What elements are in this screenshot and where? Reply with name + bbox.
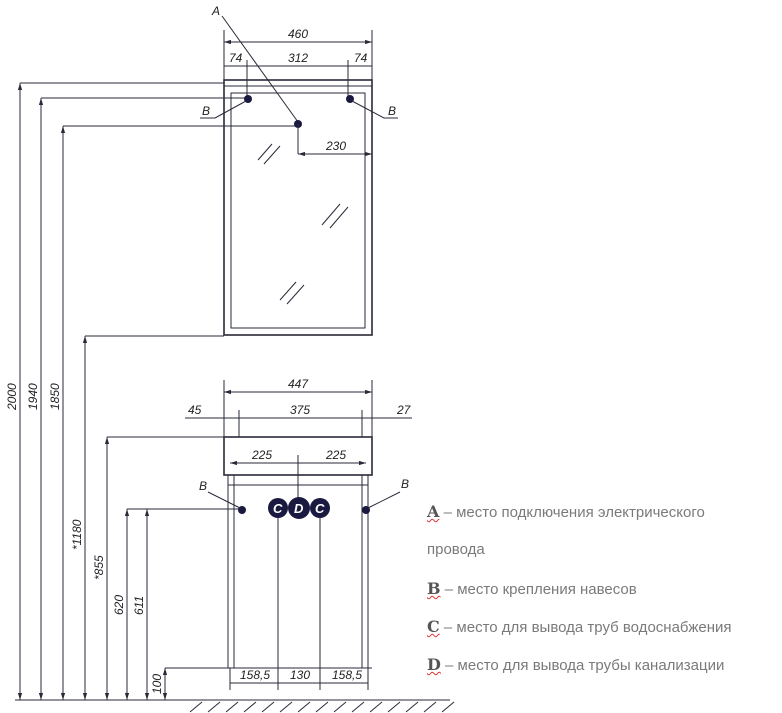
floor-hatch (369, 701, 383, 713)
dim-611: 611 (132, 596, 146, 615)
point-c-left-label: C (273, 501, 283, 516)
floor-hatch (225, 701, 239, 713)
marker-b-label-lower-right: B (401, 477, 409, 491)
floor-hatch (387, 701, 401, 713)
point-c-right (310, 498, 330, 518)
floor-hatch (261, 701, 275, 713)
dim-1850: 1850 (48, 383, 62, 410)
mirror-cabinet: 460 74 312 74 A 230 B B (200, 4, 398, 336)
point-d (288, 497, 310, 519)
marker-b-label-left: B (202, 104, 210, 118)
dim-230: 230 (325, 139, 346, 153)
dim-855: *855 (92, 555, 106, 580)
legend-letter: C (427, 617, 440, 636)
legend-text: – место для вывода труб водоснабжения (443, 619, 732, 636)
legend-item-a: A – место подключения электрического (427, 502, 705, 521)
legend-text: – место для вывода трубы канализации (445, 657, 725, 674)
floor-hatch (405, 701, 419, 713)
dim-74-right: 74 (354, 51, 368, 65)
legend-letter: B (427, 579, 441, 598)
floor-hatch (315, 701, 329, 713)
marker-a-label: A (211, 4, 220, 18)
floor-hatch (243, 701, 257, 713)
dim-74-left: 74 (229, 51, 243, 65)
floor-hatch (297, 701, 311, 713)
dim-2000: 2000 (5, 383, 19, 411)
point-c-left (268, 498, 288, 518)
dim-1180: *1180 (70, 519, 84, 550)
dim-27: 27 (396, 403, 412, 417)
legend-letter: D (427, 655, 441, 674)
legend-item-a-cont: провода (427, 541, 485, 558)
floor-hatch (189, 701, 203, 713)
vanity-cabinet: 447 45 375 27 225 225 158,5 130 158,5 B … (185, 377, 412, 690)
legend-item-c: C – место для вывода труб водоснабжения (427, 617, 732, 636)
floor-hatch (207, 701, 221, 713)
legend-letter: A (427, 502, 440, 521)
legend-item-b: B – место крепления навесов (427, 579, 637, 598)
floor-hatch (423, 701, 437, 713)
legend-text: – место подключения электрического (443, 504, 705, 521)
point-d-label: D (294, 501, 304, 516)
dim-460: 460 (288, 27, 308, 41)
dim-158-5-right: 158,5 (332, 668, 362, 682)
dim-620: 620 (112, 595, 126, 615)
dim-447: 447 (288, 377, 309, 391)
dim-1940: 1940 (26, 383, 40, 410)
dim-375: 375 (290, 403, 310, 417)
floor-hatch (333, 701, 347, 713)
marker-b-label-lower-left: B (199, 479, 207, 493)
floor-hatch (441, 701, 455, 713)
dim-225-right: 225 (325, 448, 346, 462)
height-dimensions: 2000 1940 1850 *1180 *855 620 611 100 (5, 82, 372, 700)
marker-b-label-right: B (388, 104, 396, 118)
floor (15, 699, 455, 713)
legend-text: – место крепления навесов (444, 581, 637, 598)
floor-hatch (351, 701, 365, 713)
dim-312: 312 (288, 51, 308, 65)
point-c-right-label: C (315, 501, 325, 516)
dim-100: 100 (150, 674, 164, 694)
floor-hatch (279, 701, 293, 713)
dim-45: 45 (188, 403, 202, 417)
glass-reflection-marks (257, 143, 349, 305)
legend-item-d: D – место для вывода трубы канализации (427, 655, 724, 674)
legend-text: провода (427, 541, 485, 558)
dim-130: 130 (290, 668, 310, 682)
dim-158-5-left: 158,5 (240, 668, 270, 682)
dim-225-left: 225 (251, 448, 272, 462)
